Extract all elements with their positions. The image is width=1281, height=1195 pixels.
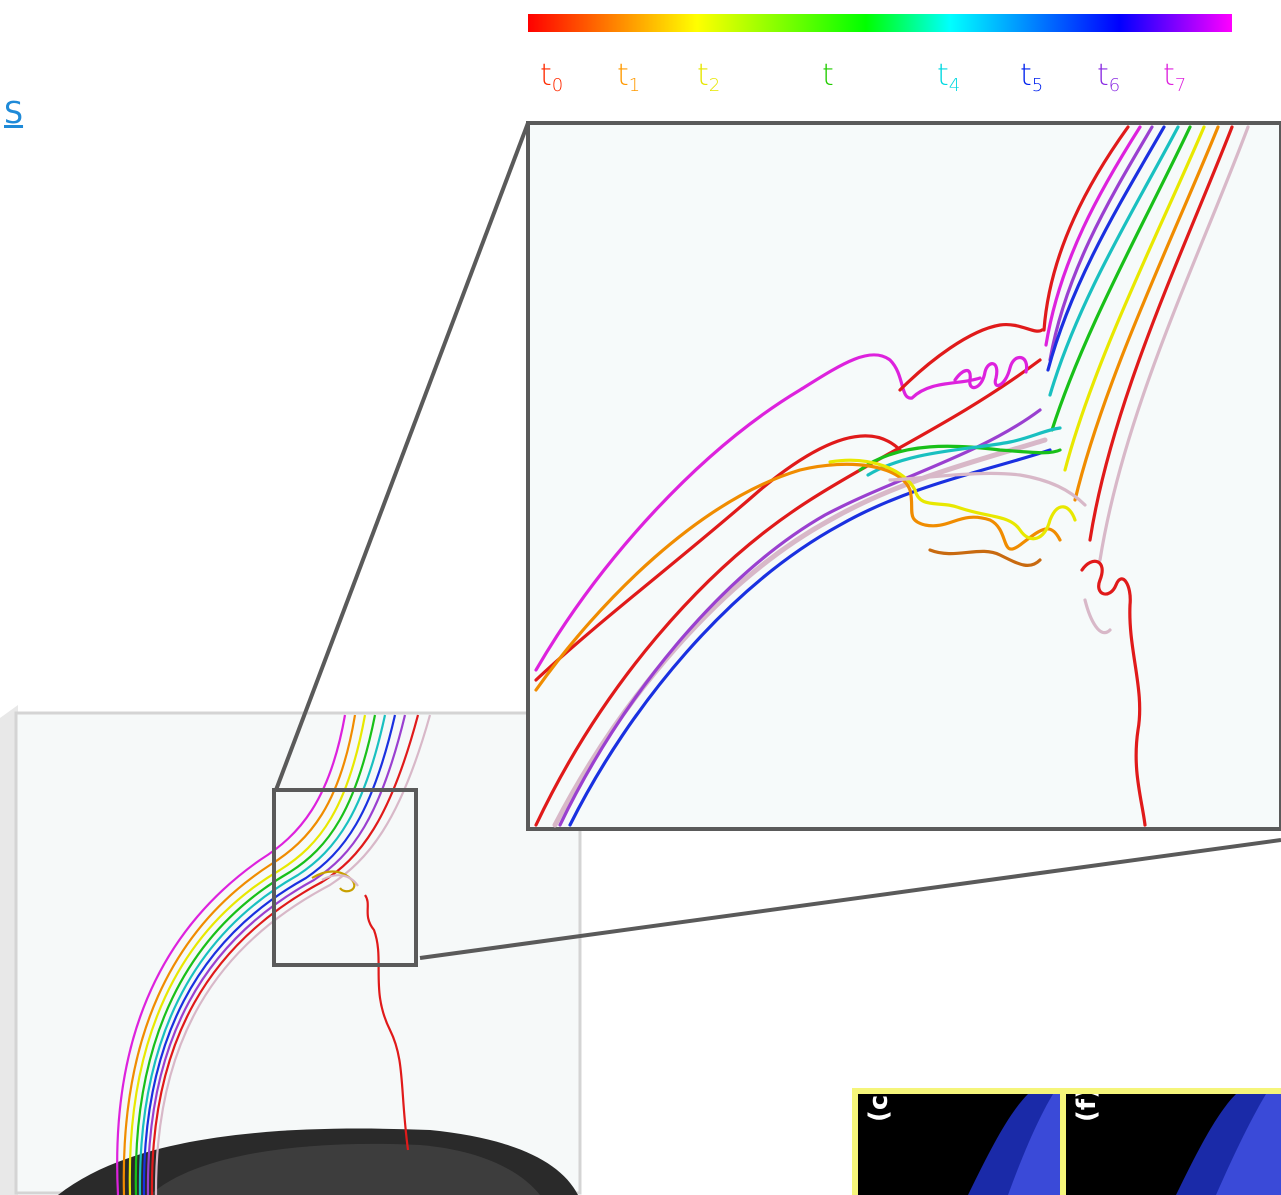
inset-f-graphic — [1176, 1094, 1281, 1195]
time-label-t7: t7 — [1163, 58, 1187, 96]
inset-c-graphic — [968, 1094, 1060, 1195]
inset-sub-f: (f) — [1066, 1094, 1281, 1195]
zoomed-panel — [526, 121, 1281, 831]
zoom-connector-bottom — [419, 838, 1281, 960]
time-label-t4: t4 — [937, 58, 961, 96]
inset-sub-c: (c) — [858, 1094, 1060, 1195]
time-colorbar — [528, 14, 1232, 32]
time-label-t0: t0 — [540, 58, 564, 96]
time-label-t1: t1 — [617, 58, 641, 96]
overview-panel — [0, 705, 582, 1195]
zoom-box — [272, 788, 418, 967]
time-label-t6: t6 — [1097, 58, 1121, 96]
time-label-t3: t — [822, 58, 834, 93]
time-label-t5: t5 — [1020, 58, 1044, 96]
inset-label-f: (f) — [1072, 1094, 1102, 1122]
inset-panel: (c) (f) — [852, 1088, 1281, 1195]
inset-label-c: (c) — [864, 1094, 894, 1122]
s-link[interactable]: S — [4, 96, 24, 131]
zoom-connector-top — [274, 122, 530, 791]
time-label-t2: t2 — [697, 58, 721, 96]
